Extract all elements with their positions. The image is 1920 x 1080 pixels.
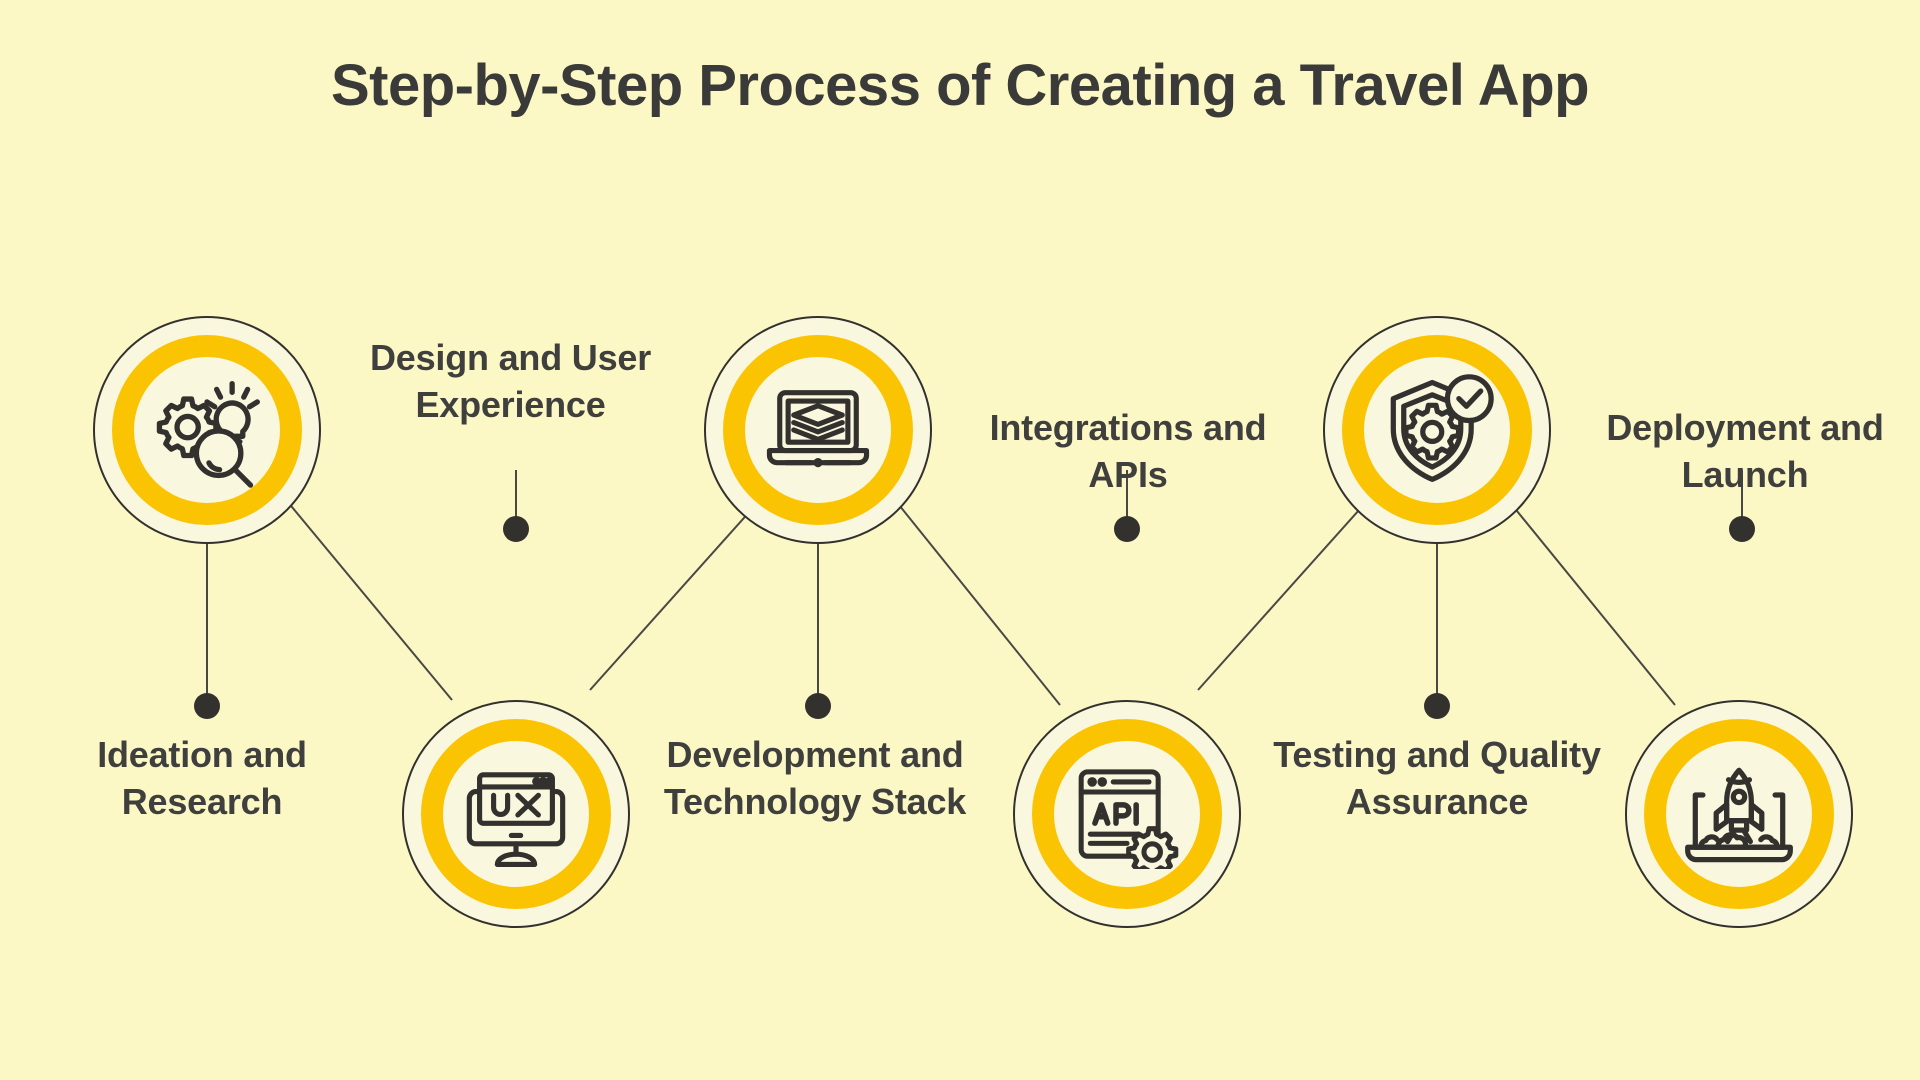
step-label-design-and-user-experience: Design and User Experience [369, 337, 652, 425]
step-node-ring [723, 335, 913, 525]
step-node-ring [1644, 719, 1834, 909]
step-label-ideation-and-research: Ideation and Research [97, 734, 307, 822]
connector-dot-6 [1729, 516, 1755, 542]
connector-line-4b [1197, 499, 1369, 691]
connector-line-2b [589, 499, 761, 691]
connector-dot-1 [194, 693, 220, 719]
connector-dot-4 [1114, 516, 1140, 542]
rocket-laptop-icon [1679, 754, 1799, 874]
shield-gear-check-icon [1377, 370, 1497, 490]
step-node-ring [1032, 719, 1222, 909]
step-label-development-and-technology-stack: Development and Technology Stack [663, 734, 967, 822]
step-node-design-and-user-experience[interactable] [402, 700, 630, 928]
step-node-ring [421, 719, 611, 909]
ux-monitor-icon [456, 754, 576, 874]
connector-dot-2 [503, 516, 529, 542]
connector-dot-5 [1424, 693, 1450, 719]
step-node-ideation-and-research[interactable] [93, 316, 321, 544]
gear-lightbulb-magnifier-icon [147, 370, 267, 490]
step-node-ring [1342, 335, 1532, 525]
laptop-layers-icon [758, 370, 878, 490]
connector-dot-3 [805, 693, 831, 719]
connector-line-1b [281, 494, 453, 701]
step-label-deployment-and-launch: Deployment and Launch [1606, 407, 1884, 495]
step-node-deployment-and-launch[interactable] [1625, 700, 1853, 928]
step-node-ring [112, 335, 302, 525]
api-window-gear-icon [1067, 754, 1187, 874]
connector-line-5b [1507, 499, 1676, 706]
connector-line-3b [894, 499, 1061, 706]
page-title: Step-by-Step Process of Creating a Trave… [330, 53, 1590, 118]
step-label-integrations-and-apis: Integrations and APIs [989, 407, 1267, 495]
step-node-development-and-technology-stack[interactable] [704, 316, 932, 544]
step-node-integrations-and-apis[interactable] [1013, 700, 1241, 928]
step-node-testing-and-quality-assurance[interactable] [1323, 316, 1551, 544]
step-label-testing-and-quality-assurance: Testing and Quality Assurance [1273, 734, 1601, 822]
